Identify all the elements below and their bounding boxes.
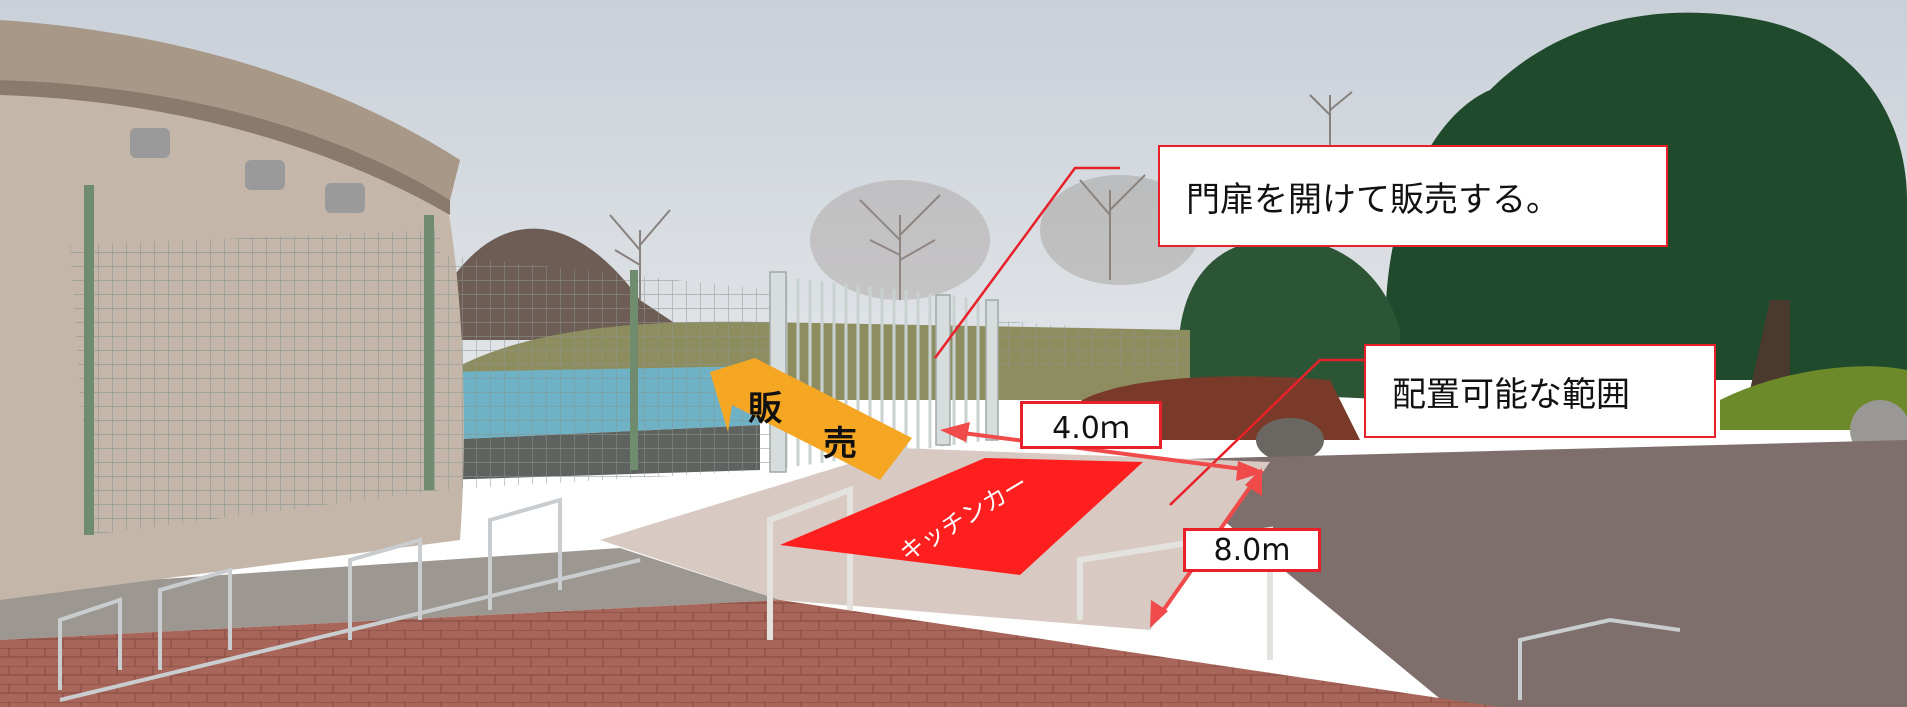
mesh-fence-mid [440, 255, 770, 490]
circular-building-roof [0, 20, 460, 200]
bike-racks [58, 497, 1681, 702]
width-dimension-label: 4.0ｍ [1020, 401, 1162, 449]
building-roof-edge [0, 80, 450, 215]
wall-faucets [130, 128, 365, 213]
fence-posts [84, 185, 638, 535]
asphalt-ground [1150, 440, 1907, 707]
brick-paving [0, 600, 1500, 707]
depth-dimension-label: 8.0m [1183, 528, 1321, 572]
mesh-fence-right [990, 320, 1190, 375]
kitchen-car-area [780, 458, 1143, 575]
bare-trees [609, 91, 1353, 300]
gate-callout-leader [933, 166, 1120, 359]
gravel-strip [0, 548, 780, 640]
mesh-fence-left [70, 230, 440, 535]
bare-tree-canopy [810, 180, 990, 300]
sales-arrow-char-2: 売 [823, 424, 857, 464]
sales-arrow-char-1: 販 [748, 389, 783, 429]
tree-trunk [1750, 300, 1790, 390]
gate-callout: 門扉を開けて販売する。 [1158, 145, 1668, 247]
sales-arrow [710, 358, 912, 480]
area-callout-leader [1169, 358, 1370, 506]
width-dimension-arrow [940, 422, 1265, 481]
area-callout: 配置可能な範囲 [1364, 344, 1716, 438]
rock [1256, 418, 1324, 462]
